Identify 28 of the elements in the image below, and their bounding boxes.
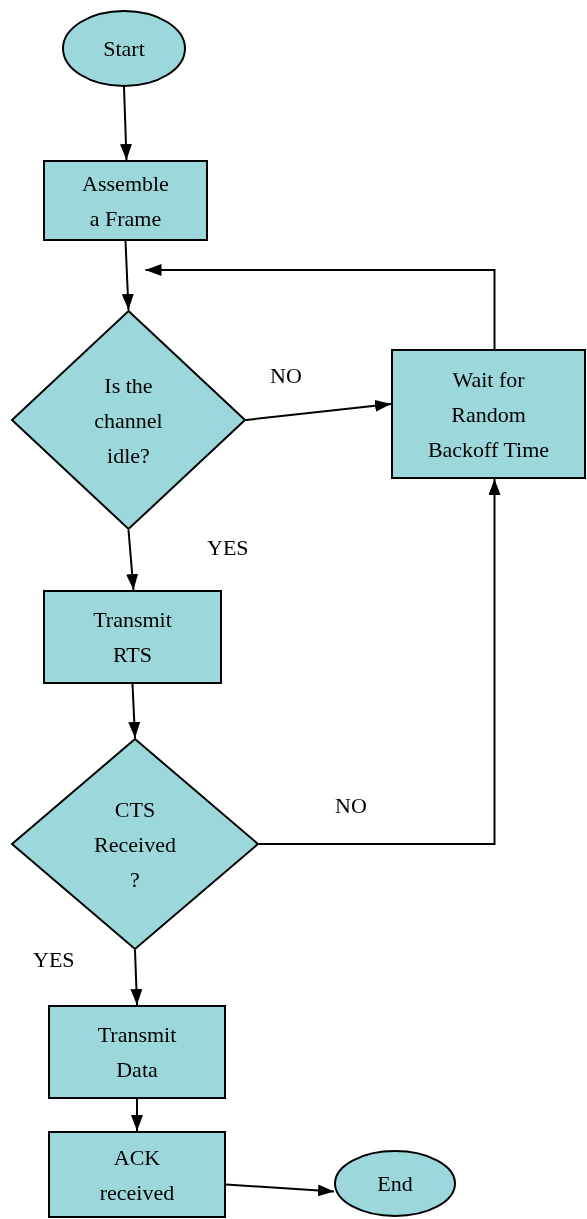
- process-box: [48, 1131, 226, 1218]
- process-box: [391, 349, 586, 479]
- arrow: [144, 264, 496, 350]
- arrow: [126, 529, 139, 591]
- arrow: [258, 478, 501, 845]
- node-label: ACK received: [98, 1143, 176, 1207]
- arrow: [128, 683, 141, 739]
- node-label: Wait for Random Backoff Time: [426, 365, 551, 464]
- node-label: CTS Received ?: [93, 795, 177, 894]
- arrow: [245, 399, 392, 421]
- arrow: [130, 949, 143, 1006]
- node-label: Start: [103, 35, 145, 63]
- process-box: [48, 1005, 226, 1099]
- node-label: End: [377, 1170, 413, 1198]
- terminal-ellipse: [62, 10, 186, 87]
- decision-diamond: [11, 738, 259, 950]
- terminal-ellipse: [334, 1150, 456, 1217]
- arrow: [131, 1098, 143, 1132]
- process-box: [43, 590, 222, 684]
- node-label: Is the channel idle?: [93, 371, 164, 470]
- node-label: Transmit RTS: [92, 606, 173, 669]
- node-label: Transmit Data: [96, 1021, 178, 1084]
- arrow: [225, 1183, 335, 1197]
- process-box: [43, 160, 208, 241]
- arrow: [121, 240, 134, 311]
- arrow: [119, 86, 132, 161]
- decision-diamond: [11, 310, 246, 530]
- node-label: Assemble a Frame: [81, 169, 170, 233]
